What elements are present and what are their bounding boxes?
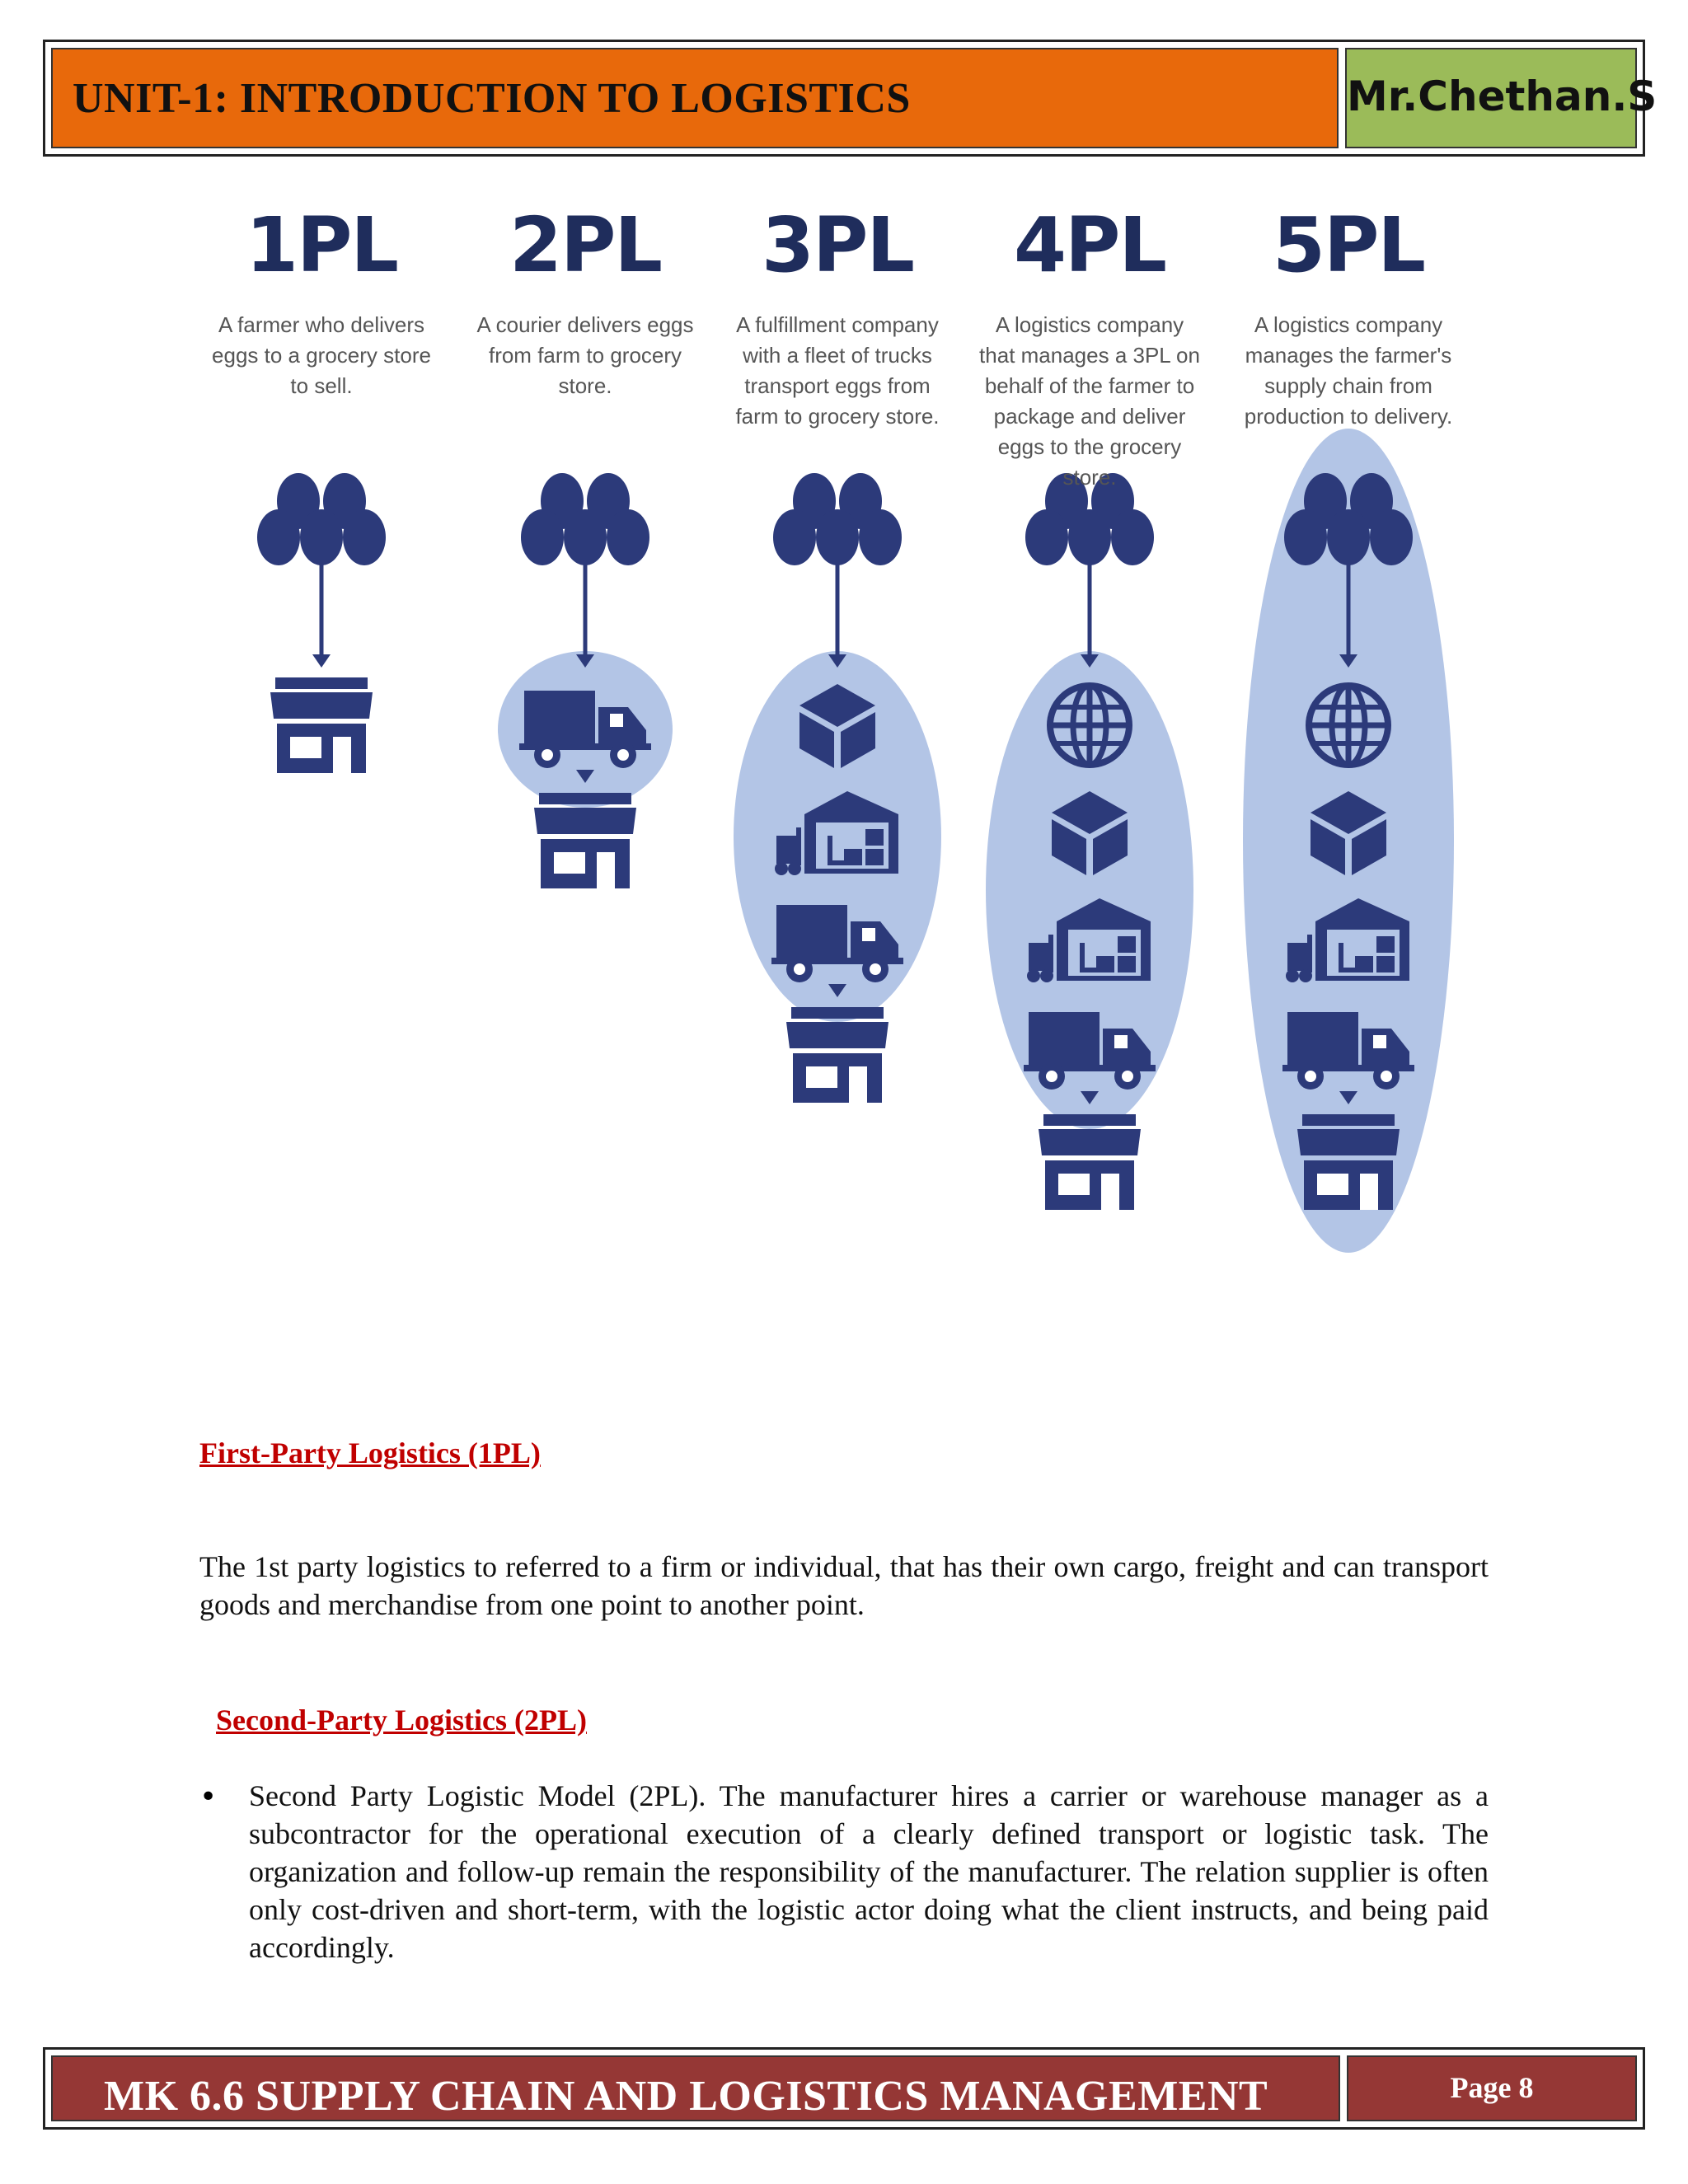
box-icon — [1052, 791, 1128, 875]
eggs-icon — [1284, 473, 1413, 565]
store-icon — [786, 1007, 889, 1103]
logistics-levels-infographic: 1PL A farmer who delivers eggs to a grocer… — [190, 190, 1525, 1393]
description-line: A fulfillment company — [736, 312, 939, 337]
first-party-heading: First-Party Logistics (1PL) — [199, 1436, 541, 1469]
scope-bubble — [986, 651, 1193, 1129]
column-5pl: 5PL A logistics company manages the farmer… — [1217, 190, 1480, 1393]
description-line: A logistics company — [1254, 312, 1443, 337]
flow-diagram — [257, 473, 386, 773]
description-line: manages the farmer's — [1245, 343, 1452, 368]
flow-diagram — [986, 473, 1193, 1210]
level-description: A logistics company manages the farmer's s… — [1217, 310, 1480, 432]
description-line: eggs to the grocery — [997, 434, 1182, 459]
warehouse-icon — [1286, 898, 1409, 982]
eggs-icon — [773, 473, 902, 565]
store-icon — [270, 677, 373, 773]
globe-icon — [1306, 682, 1391, 768]
store-icon — [534, 793, 636, 888]
flow-diagram — [734, 473, 941, 1103]
flow-arrow-icon — [1339, 560, 1357, 668]
description-line: supply chain from — [1264, 373, 1432, 398]
level-description: A logistics company that manages a 3PL on… — [958, 310, 1221, 493]
flow-arrow-icon — [576, 560, 594, 668]
level-description: A fulfillment company with a fleet of tru… — [706, 310, 969, 432]
description-line: production to delivery. — [1244, 404, 1453, 429]
truck-icon — [1024, 1012, 1156, 1090]
first-party-paragraph: The 1st party logistics to referred to a… — [199, 1550, 1489, 1621]
footer-title-box: MK 6.6 SUPPLY CHAIN AND LOGISTICS MANAGE… — [51, 2055, 1340, 2121]
header-frame — [43, 40, 1645, 157]
flow-arrow-icon — [828, 984, 846, 997]
level-title: 4PL — [1013, 201, 1167, 289]
truck-icon — [519, 691, 651, 768]
flow-arrow-icon — [312, 560, 331, 668]
description-line: A courier delivers eggs — [476, 312, 694, 337]
eggs-icon — [257, 473, 386, 565]
warehouse-icon — [1027, 898, 1151, 982]
flow-diagram — [498, 473, 673, 888]
level-description: A courier delivers eggs from farm to groc… — [453, 310, 717, 401]
flow-arrow-icon — [576, 770, 594, 783]
description-line: from farm to grocery — [488, 343, 682, 368]
description-line: A logistics company — [995, 312, 1184, 337]
truck-icon — [771, 905, 903, 982]
description-line: store. — [1062, 465, 1117, 490]
description-line: store. — [558, 373, 612, 398]
store-icon — [1297, 1114, 1400, 1210]
second-party-bullet-text: Second Party Logistic Model (2PL). The m… — [249, 1779, 1489, 1964]
description-line: farm to grocery store. — [735, 404, 940, 429]
box-icon — [799, 684, 875, 768]
eggs-icon — [1025, 473, 1154, 565]
footer-frame — [43, 2047, 1645, 2130]
column-2pl: 2PL A courier delivers eggs from farm to g… — [453, 190, 717, 1393]
second-party-heading: Second-Party Logistics (2PL) — [216, 1704, 587, 1736]
level-title: 2PL — [509, 201, 663, 289]
flow-arrow-icon — [1081, 1091, 1099, 1104]
globe-icon — [1047, 682, 1132, 768]
description-line: to sell. — [290, 373, 353, 398]
bullet-icon: • — [199, 1780, 218, 1814]
page-title: UNIT-1: INTRODUCTION TO LOGISTICS — [73, 75, 911, 122]
truck-icon — [1282, 1012, 1414, 1090]
description-line: behalf of the farmer to — [984, 373, 1195, 398]
flow-arrow-icon — [1081, 560, 1099, 668]
header-author-box: Mr.Chethan.S — [1345, 48, 1658, 148]
description-line: A farmer who delivers — [218, 312, 424, 337]
column-3pl: 3PL A fulfillment company with a fleet of … — [706, 190, 969, 1393]
warehouse-icon — [775, 791, 898, 875]
column-4pl: 4PL A logistics company that manages a 3PL… — [958, 190, 1221, 1393]
author-name: Mr.Chethan.S — [1347, 73, 1658, 120]
page-number: Page 8 — [1450, 2071, 1534, 2104]
store-icon — [1039, 1114, 1141, 1210]
description-line: that manages a 3PL on — [979, 343, 1200, 368]
level-title: 5PL — [1272, 201, 1426, 289]
eggs-icon — [521, 473, 649, 565]
box-icon — [1311, 791, 1386, 875]
description-line: package and deliver — [993, 404, 1186, 429]
description-line: with a fleet of trucks — [743, 343, 932, 368]
column-1pl: 1PL A farmer who delivers eggs to a grocer… — [190, 190, 453, 1393]
flow-arrow-icon — [828, 560, 846, 668]
level-title: 3PL — [761, 201, 915, 289]
header-title-box: UNIT-1: INTRODUCTION TO LOGISTICS — [51, 48, 1339, 148]
level-description: A farmer who delivers eggs to a grocery s… — [190, 310, 453, 401]
level-title: 1PL — [245, 201, 399, 289]
flow-arrow-icon — [1339, 1091, 1357, 1104]
flow-diagram — [1243, 429, 1454, 1253]
footer-page-box: Page 8 — [1347, 2055, 1637, 2121]
description-line: transport eggs from — [744, 373, 931, 398]
description-line: eggs to a grocery store — [212, 343, 431, 368]
course-title: MK 6.6 SUPPLY CHAIN AND LOGISTICS MANAGE… — [104, 2073, 1268, 2120]
